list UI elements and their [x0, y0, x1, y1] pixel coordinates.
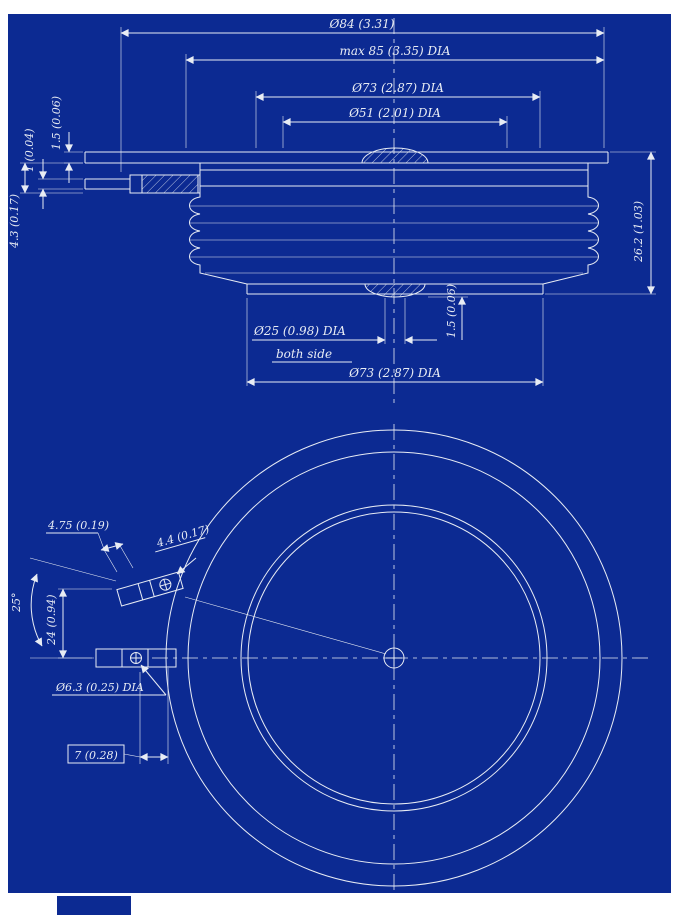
dim-lead-offset-group [20, 162, 83, 194]
dim-lead-vertical-offset: 24 (0.94) [45, 594, 58, 646]
dim-inner-dia-group [282, 116, 508, 148]
gate-lead-section [84, 174, 201, 194]
top-flange [84, 151, 609, 164]
dim-boss-height-group [428, 296, 468, 340]
dim-overall-height-group [545, 151, 656, 295]
ceramic-circle-outer [240, 504, 548, 812]
top-pole-dome [361, 147, 429, 164]
ceramic-circle-inner [247, 511, 541, 805]
outer-envelope-circle [165, 429, 623, 887]
dim-lead-thickness-group [38, 159, 83, 209]
dim-terminal-ref: 7 (0.28) [74, 749, 118, 762]
dim-pole-face-dia: Ø73 (2.87) DIA [351, 81, 444, 95]
dim-flange-thickness-group [64, 132, 83, 183]
plan-view: 4.75 (0.19) 4.4 (0.17) 25° 24 (0.94) [10, 424, 652, 890]
section-view: Ø84 (3.31) max 85 (3.35) DIA Ø73 (2.87) … [8, 17, 656, 404]
bottom-pole-dome [364, 283, 426, 298]
dim-lead-angle: 25° [10, 593, 23, 614]
dim-terminal-hole-dia: Ø6.3 (0.25) DIA [55, 681, 144, 694]
dim-max-dia: max 85 (3.35) DIA [339, 44, 450, 58]
dim-max-dia-group [185, 54, 605, 148]
note-boss: both side [276, 347, 332, 361]
blueprint-sheet [8, 14, 671, 893]
dim-terminal-ref-group [67, 668, 169, 764]
dim-lead-depth-leader [176, 557, 197, 575]
dim-overall-width: Ø84 (3.31) [328, 17, 394, 31]
dim-inner-dia: Ø51 (2.01) DIA [348, 106, 441, 120]
dim-lead-angle-group [29, 557, 117, 659]
dim-boss-dia-group [252, 298, 437, 363]
gate-terminal-horizontal [95, 648, 177, 668]
dim-flange-thickness: 1.5 (0.06) [50, 96, 63, 150]
dim-overall-width-group [120, 27, 605, 172]
gate-lead-wire [184, 596, 387, 655]
dim-overall-height: 26.2 (1.03) [632, 201, 645, 263]
dim-lead-width: 4.75 (0.19) [47, 519, 109, 532]
center-pin [383, 647, 405, 669]
dim-bottom-pole-dia: Ø73 (2.87) DIA [348, 366, 441, 380]
dim-boss-dia: Ø25 (0.98) DIA [253, 324, 346, 338]
flange-circle [187, 451, 601, 865]
ceramic-body [189, 163, 599, 285]
dim-bottom-pole-dia-group [246, 298, 544, 386]
dim-lead-depth-group: 4.4 (0.17) [154, 522, 211, 553]
title-block-stamp [57, 896, 131, 915]
gate-terminal-rotated [116, 571, 184, 607]
dim-pole-face-dia-group [255, 91, 541, 148]
dim-terminal-hole-group [52, 664, 167, 696]
dim-boss-height: 1.5 (0.06) [445, 284, 458, 338]
sheet-footer [0, 893, 679, 918]
dim-lead-vertical-offset-group [58, 588, 112, 659]
dim-lead-depth: 4.4 (0.17) [154, 522, 211, 550]
dim-lead-width-group [46, 532, 134, 573]
dim-lead-thickness: 1 (0.04) [23, 128, 36, 172]
dim-lead-offset: 4.3 (0.17) [8, 194, 21, 249]
